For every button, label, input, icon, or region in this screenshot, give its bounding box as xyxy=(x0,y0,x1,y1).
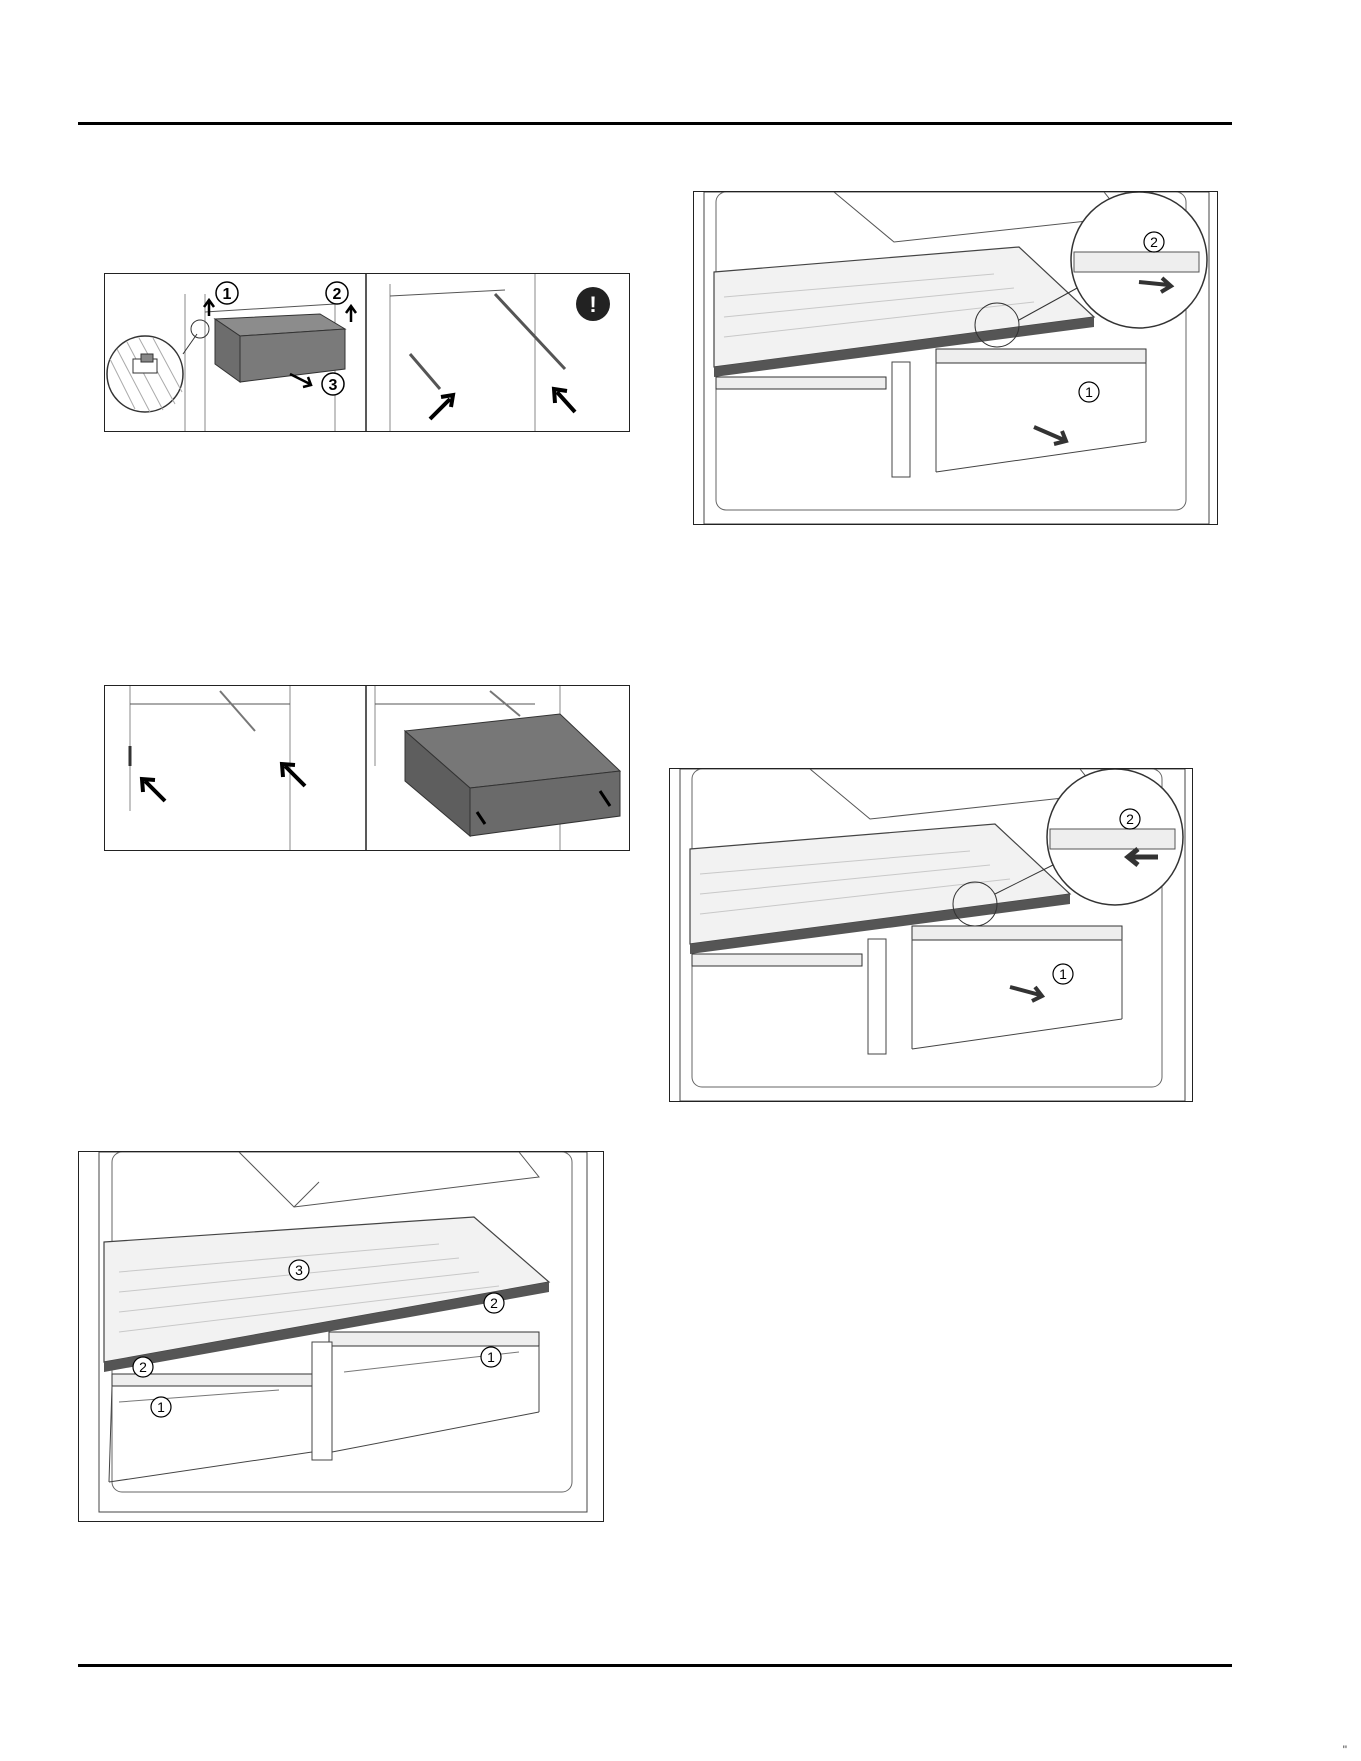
svg-text:1: 1 xyxy=(157,1399,165,1415)
svg-text:3: 3 xyxy=(295,1262,303,1278)
svg-text:2: 2 xyxy=(1150,234,1158,250)
footer-rule xyxy=(78,1664,1232,1667)
page-mark: " xyxy=(1343,1743,1347,1757)
fit-drawer-illustration xyxy=(105,686,629,850)
svg-text:1: 1 xyxy=(1059,966,1067,982)
svg-text:1: 1 xyxy=(223,286,232,303)
figure-remove-cover: 1 2 xyxy=(693,191,1218,525)
figure-compartment-overview: 3 2 2 1 1 xyxy=(78,1151,604,1522)
svg-text:2: 2 xyxy=(490,1295,498,1311)
header-rule xyxy=(78,122,1232,125)
svg-text:2: 2 xyxy=(333,286,342,303)
compartment-overview-illustration: 3 2 2 1 1 xyxy=(79,1152,603,1521)
remove-drawer-illustration: 1 2 3 ! xyxy=(105,274,629,431)
figure-fit-drawer xyxy=(104,685,630,851)
svg-text:2: 2 xyxy=(139,1359,147,1375)
svg-text:3: 3 xyxy=(329,377,338,394)
svg-text:1: 1 xyxy=(1085,384,1093,400)
svg-text:!: ! xyxy=(589,292,596,317)
remove-cover-illustration: 1 2 xyxy=(694,192,1217,524)
figure-fit-cover: 1 2 xyxy=(669,768,1193,1102)
svg-text:2: 2 xyxy=(1126,811,1134,827)
figure-remove-drawer: 1 2 3 ! xyxy=(104,273,630,432)
svg-text:1: 1 xyxy=(487,1349,495,1365)
fit-cover-illustration: 1 2 xyxy=(670,769,1192,1101)
